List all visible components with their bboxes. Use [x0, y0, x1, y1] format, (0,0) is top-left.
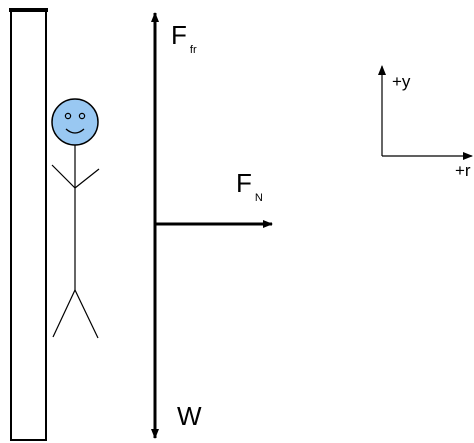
right-eye	[78, 112, 86, 120]
stick-figure	[51, 98, 100, 339]
weight-label: W	[177, 401, 202, 431]
smiley-head	[51, 98, 99, 146]
smile	[65, 128, 85, 134]
wall	[10, 9, 47, 441]
friction-label-main: F	[171, 20, 187, 50]
friction-label-sub: fr	[190, 44, 197, 56]
right-arm	[74, 168, 100, 189]
left-leg	[52, 289, 76, 338]
normal-label-sub: N	[255, 192, 263, 204]
x-axis-label: +r	[455, 161, 471, 180]
left-eye	[64, 112, 72, 120]
left-arm	[51, 164, 76, 189]
right-leg	[74, 289, 99, 339]
normal-label-main: F	[236, 168, 252, 198]
y-axis-label: +y	[392, 72, 411, 91]
